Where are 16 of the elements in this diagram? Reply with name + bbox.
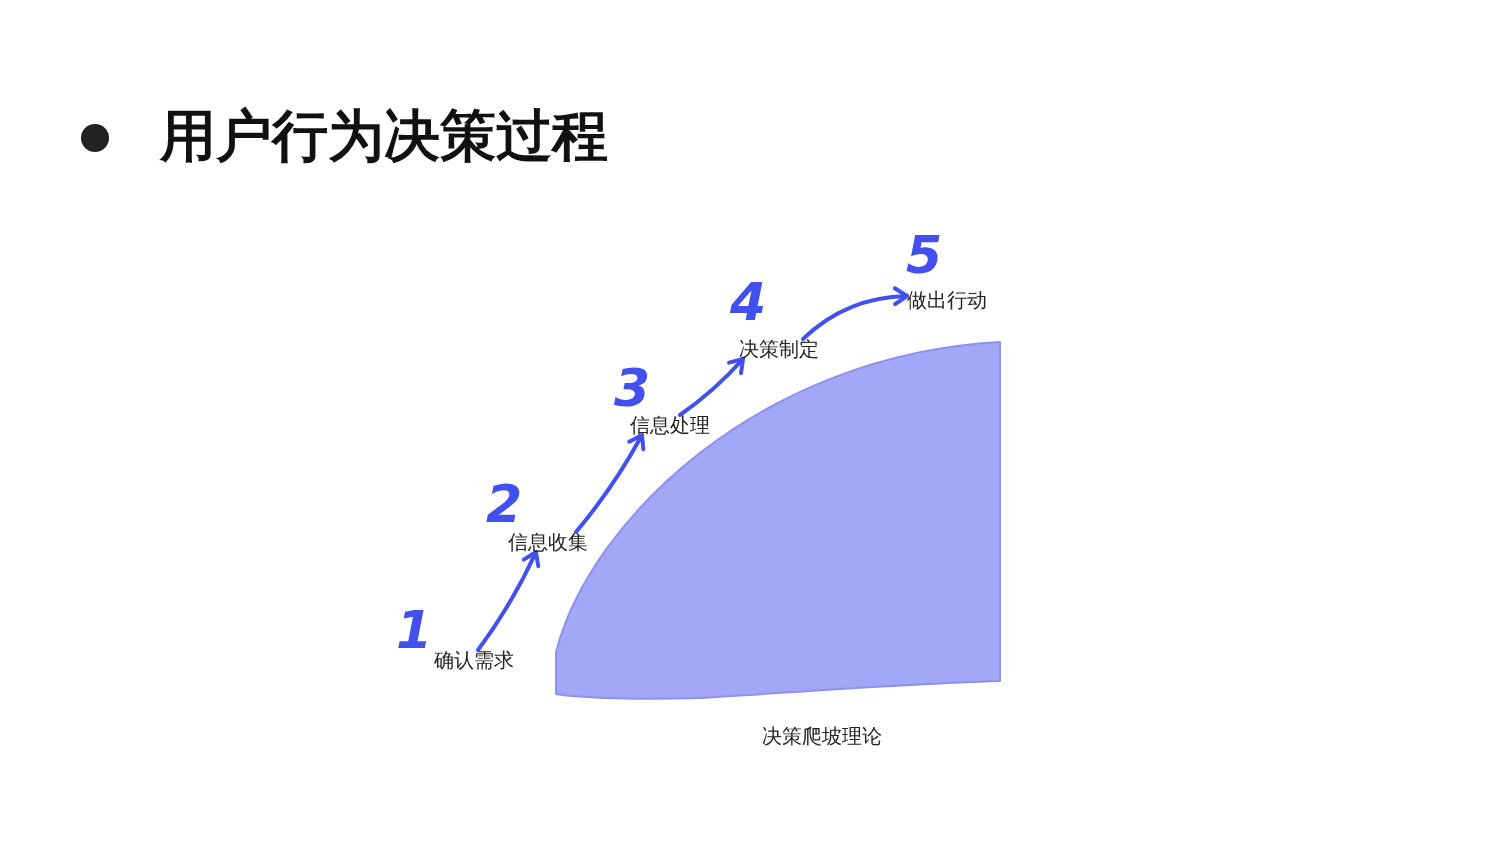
step-label: 决策制定 <box>739 339 819 359</box>
step-label: 确认需求 <box>434 650 514 670</box>
caption: 决策爬坡理论 <box>762 726 882 746</box>
title: 用户行为决策过程 <box>160 108 608 164</box>
arrow <box>574 433 646 534</box>
step-label: 信息收集 <box>508 532 588 552</box>
step-label: 做出行动 <box>907 290 987 310</box>
arrow <box>678 357 745 417</box>
step-label: 信息处理 <box>630 415 710 435</box>
arrow <box>476 550 541 652</box>
step-number: 5 <box>906 229 943 281</box>
arrow <box>801 286 909 341</box>
step-number: 3 <box>614 362 651 414</box>
step-number: 2 <box>486 478 523 530</box>
step-number: 4 <box>730 276 767 328</box>
step-number: 1 <box>396 604 433 656</box>
